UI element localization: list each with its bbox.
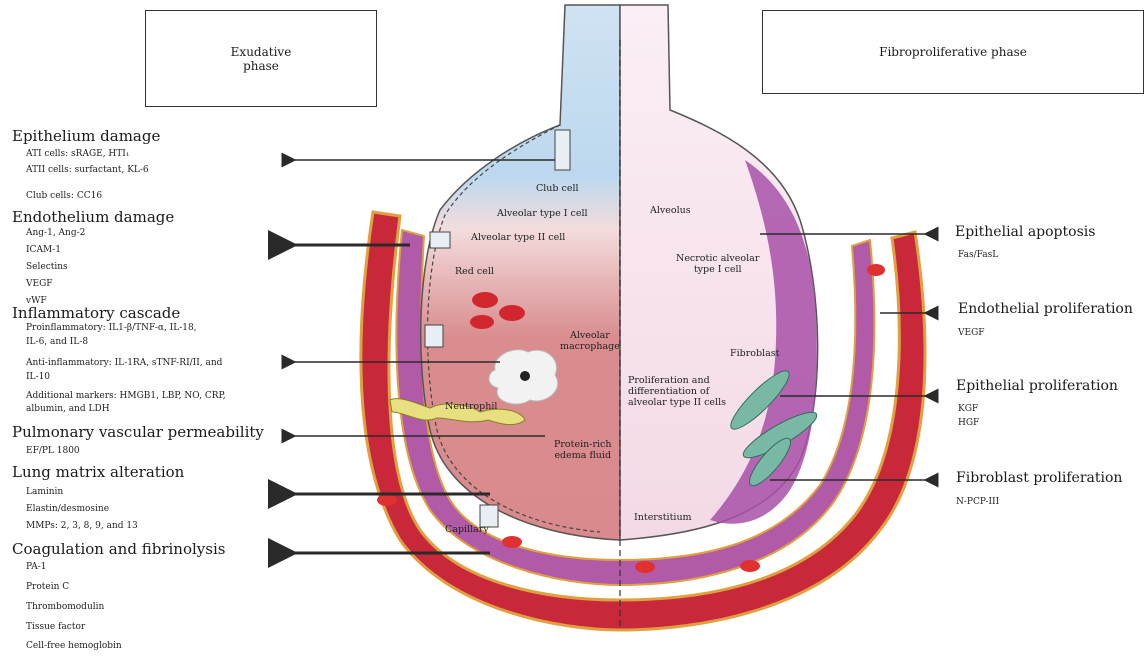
inflammatory-item: Additional markers: HMGB1, LBP, NO, CRP, (26, 391, 226, 401)
matrix-item: Elastin/desmosine (26, 504, 109, 514)
club-cell-label: Club cell (536, 183, 579, 194)
capillary-red-cell (740, 560, 760, 572)
capillary-red-cell (635, 561, 655, 573)
epithelial-apoptosis-item: Fas/FasL (958, 250, 998, 260)
matrix-item: MMPs: 2, 3, 8, 9, and 13 (26, 521, 138, 531)
capillary-red-cell (377, 494, 397, 506)
fibroproliferative-phase-box: Fibroproliferative phase (762, 10, 1144, 94)
coagulation-item: Tissue factor (26, 622, 85, 632)
macrophage-nucleus (520, 371, 530, 381)
epithelium-item: ATI cells: sRAGE, HTI₁ (26, 149, 129, 159)
alveolar-type2-cell-shape-2 (425, 325, 443, 347)
endothelium-item: Ang-1, Ang-2 (26, 228, 85, 238)
red-cell (472, 292, 498, 308)
edema-label: Protein-rich edema fluid (554, 439, 611, 461)
fibroblast-label: Fibroblast (730, 348, 779, 359)
inflammatory-item: IL-10 (26, 372, 50, 382)
inflammatory-item: IL-6, and IL-8 (26, 337, 88, 347)
coagulation-item: Cell-free hemoglobin (26, 641, 122, 651)
fibroblast-proliferation-item: N-PCP-III (956, 497, 999, 507)
permeability-item: EF/PL 1800 (26, 446, 80, 456)
endothelial-proliferation-heading: Endothelial proliferation (958, 301, 1133, 317)
exudative-phase-box: Exudative phase (145, 10, 377, 107)
epithelial-apoptosis-heading: Epithelial apoptosis (955, 224, 1095, 240)
proliferation-label: Proliferation and differentiation of alv… (628, 375, 726, 408)
alveolar-type2-label: Alveolar type II cell (471, 232, 565, 243)
coagulation-heading: Coagulation and fibrinolysis (12, 540, 225, 558)
epithelial-proliferation-item: KGF (958, 404, 978, 414)
epithelium-heading: Epithelium damage (12, 127, 160, 145)
coagulation-item: PA-1 (26, 562, 47, 572)
inflammatory-item: Anti-inflammatory: IL-1RA, sTNF-RI/II, a… (26, 358, 222, 368)
inflammatory-heading: Inflammatory cascade (12, 304, 180, 322)
red-cell (499, 305, 525, 321)
matrix-heading: Lung matrix alteration (12, 463, 184, 481)
red-cell-label: Red cell (455, 266, 494, 277)
necrotic-cell-label: Necrotic alveolar type I cell (676, 253, 759, 275)
endothelium-heading: Endothelium damage (12, 208, 174, 226)
epithelial-proliferation-heading: Epithelial proliferation (956, 378, 1118, 394)
fibroblast-proliferation-heading: Fibroblast proliferation (956, 470, 1122, 486)
capillary-red-cell (867, 264, 885, 276)
club-cell-shape (555, 130, 570, 170)
red-cell (470, 315, 494, 329)
alveolar-type1-label: Alveolar type I cell (497, 208, 588, 219)
endothelial-proliferation-item: VEGF (958, 328, 985, 338)
alveolar-type2-cell-shape (430, 232, 450, 248)
coagulation-item: Thrombomodulin (26, 602, 104, 612)
permeability-heading: Pulmonary vascular permeability (12, 423, 264, 441)
coagulation-item: Protein C (26, 582, 69, 592)
inflammatory-item: Proinflammatory: IL1-β/TNF-α, IL-18, (26, 323, 197, 333)
endothelium-item: VEGF (26, 279, 53, 289)
epithelial-proliferation-item: HGF (958, 418, 979, 428)
macrophage-label: Alveolar macrophage (560, 330, 620, 352)
neutrophil-label: Neutrophil (445, 401, 497, 412)
inflammatory-item: albumin, and LDH (26, 404, 110, 414)
epithelium-item: ATII cells: surfactant, KL-6 (26, 165, 149, 175)
epithelium-item: Club cells: CC16 (26, 191, 102, 201)
endothelium-item: ICAM-1 (26, 245, 61, 255)
endothelium-item: Selectins (26, 262, 68, 272)
interstitium-label: Interstitium (634, 512, 692, 523)
capillary-label: Capillary (445, 524, 489, 535)
alveolus-label: Alveolus (650, 205, 691, 216)
matrix-item: Laminin (26, 487, 63, 497)
capillary-red-cell (502, 536, 522, 548)
